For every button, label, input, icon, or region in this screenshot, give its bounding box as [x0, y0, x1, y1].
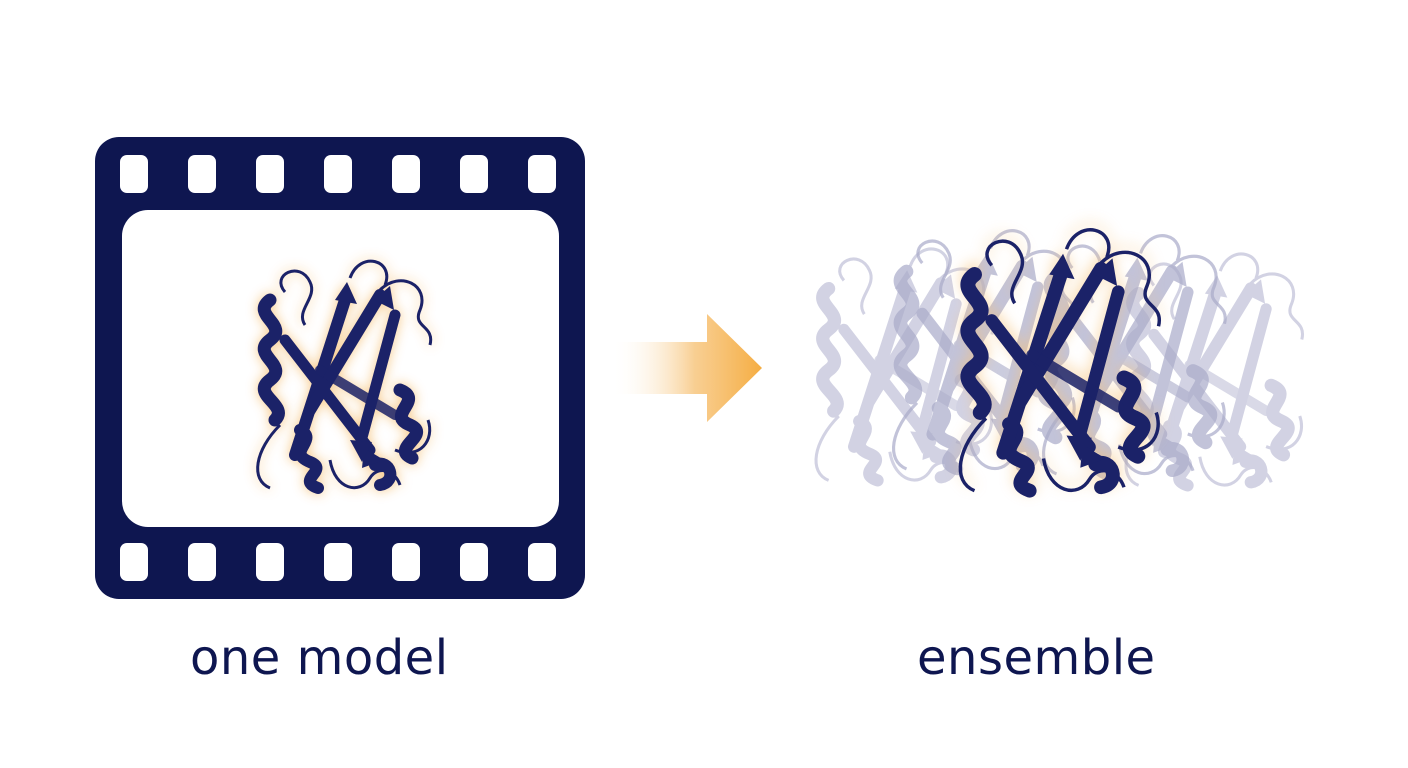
sprocket-hole: [460, 543, 488, 581]
sprocket-hole: [120, 543, 148, 581]
sprocket-hole: [256, 155, 284, 193]
sprocket-hole: [528, 543, 556, 581]
sprocket-hole: [460, 155, 488, 193]
sprocket-hole: [120, 155, 148, 193]
ensemble-structures-icon: [790, 145, 1330, 565]
sprocket-hole: [324, 155, 352, 193]
sprocket-hole: [528, 155, 556, 193]
arrow-right-icon: [612, 314, 762, 422]
sprocket-hole: [188, 155, 216, 193]
sprocket-hole: [188, 543, 216, 581]
sprocket-hole: [256, 543, 284, 581]
sprocket-hole: [392, 543, 420, 581]
label-one-model: one model: [190, 630, 449, 686]
sprocket-hole: [324, 543, 352, 581]
film-window: [122, 210, 559, 527]
protein-structure-icon: [210, 230, 470, 510]
label-ensemble: ensemble: [917, 630, 1156, 686]
film-strip-icon: [95, 137, 585, 599]
sprocket-hole: [392, 155, 420, 193]
